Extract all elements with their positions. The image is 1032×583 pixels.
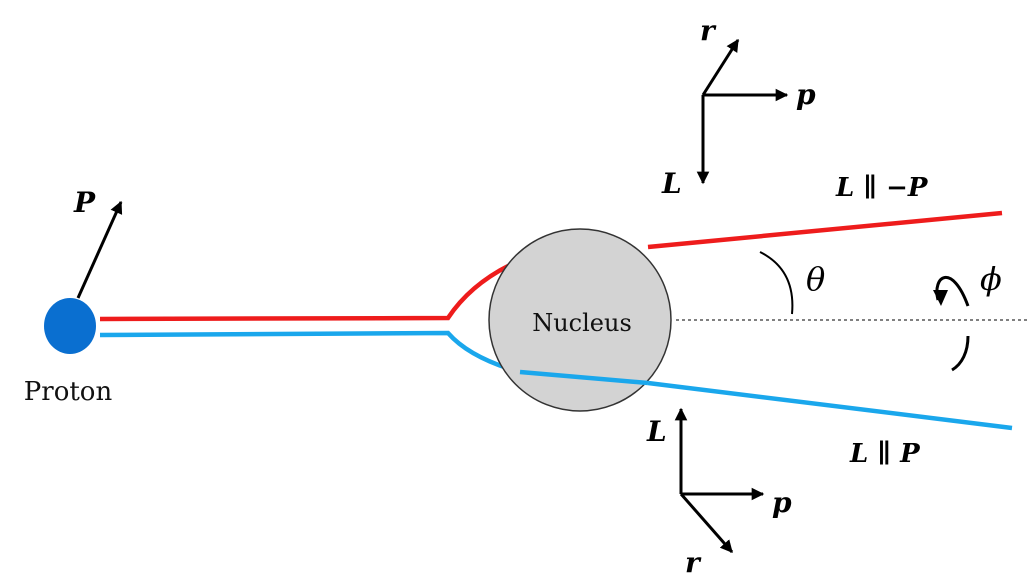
theta-arc: [759, 251, 794, 315]
upper-track-label: L ∥ −P: [835, 173, 929, 203]
upper-frame-r-label: r: [700, 14, 717, 47]
theta-label: θ: [806, 260, 825, 298]
phi-label: ϕ: [980, 260, 1002, 298]
lower-frame-L-label: L: [646, 415, 667, 448]
lower-frame-p-label: p: [772, 486, 792, 519]
lower-frame-r-label: r: [685, 546, 702, 579]
upper-frame-p-label: p: [796, 78, 816, 111]
lower-track-label: L ∥ P: [849, 439, 921, 469]
upper-frame-r-axis: [701, 38, 740, 96]
polarization-arrow: [76, 200, 123, 299]
proton: [44, 298, 96, 354]
polarization-label: P: [73, 186, 96, 219]
proton-label: Proton: [24, 377, 113, 407]
upper-frame-L-label: L: [661, 167, 682, 200]
nucleus-label: Nucleus: [532, 309, 632, 337]
upper-frame: r p L: [661, 14, 816, 200]
phi-rotation-arrowhead: [933, 290, 948, 306]
upper-track: [99, 262, 512, 322]
lower-track-outgoing: [647, 380, 1013, 431]
lower-frame-r-axis: [679, 493, 734, 553]
upper-track-outgoing: [647, 210, 1003, 250]
nucleus: [488, 228, 672, 412]
lower-track: [99, 330, 521, 375]
lower-frame: L p r: [646, 407, 792, 579]
lower-track-inside-nucleus: [519, 369, 649, 386]
